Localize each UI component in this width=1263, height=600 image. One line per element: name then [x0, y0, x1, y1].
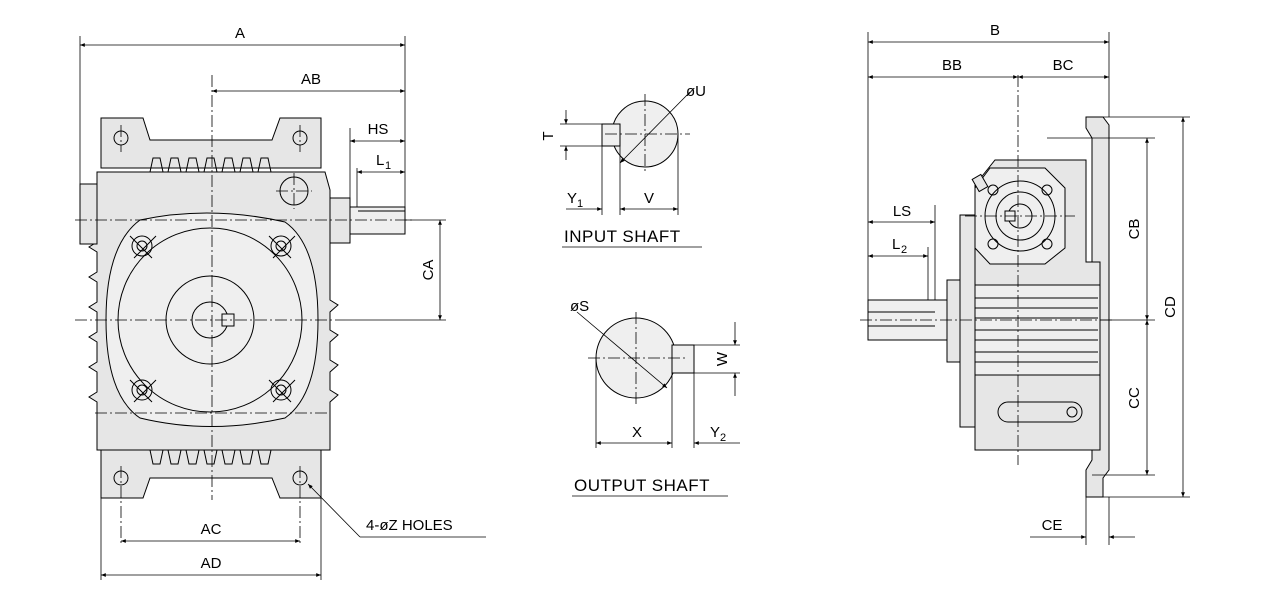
label-Y2-sub: 2 [720, 432, 726, 444]
label-L2-sub: 2 [901, 244, 907, 256]
front-bottom-fins [149, 449, 272, 465]
side-collar [959, 214, 976, 428]
label-L2: L [892, 236, 900, 253]
side-view [860, 75, 1115, 498]
input-shaft-detail: øU T Y 1 V INPUT SHAFT [540, 83, 706, 248]
label-AC: AC [201, 521, 222, 538]
side-labels: B BB BC LS L 2 CB CD CC CE [892, 22, 1179, 534]
label-CA: CA [420, 260, 437, 281]
label-BC: BC [1053, 57, 1074, 74]
label-B: B [990, 22, 1000, 39]
label-L1-sub: 1 [385, 160, 391, 172]
front-cover-bolts [129, 235, 296, 403]
front-bottom-flange [100, 447, 322, 499]
side-collar-inner [946, 279, 961, 363]
label-X: X [632, 424, 642, 441]
label-holes: 4-øZ HOLES [366, 517, 453, 534]
label-CC: CC [1126, 387, 1143, 409]
label-Y1-sub: 1 [577, 198, 583, 210]
output-shaft-key [671, 344, 695, 374]
label-CE: CE [1042, 517, 1063, 534]
output-shaft-detail: øS W X Y 2 OUTPUT SHAFT [570, 298, 740, 497]
label-HS: HS [368, 121, 389, 138]
label-L1: L [376, 152, 384, 169]
front-top-fins [149, 157, 272, 173]
label-W: W [714, 351, 731, 366]
output-shaft-title: OUTPUT SHAFT [574, 476, 710, 495]
side-cover-bolts [987, 184, 1053, 250]
label-V: V [644, 190, 654, 207]
side-dimensions [867, 32, 1190, 545]
front-input-collar [329, 197, 351, 244]
label-Y2: Y [710, 424, 720, 441]
label-U: øU [686, 83, 706, 100]
front-view [75, 75, 412, 545]
front-dimensions [79, 36, 486, 580]
input-shaft-title: INPUT SHAFT [564, 227, 681, 246]
label-AD: AD [201, 555, 222, 572]
side-foot-slot [997, 401, 1083, 423]
label-A: A [235, 25, 245, 42]
label-CD: CD [1162, 296, 1179, 318]
front-left-boss [79, 183, 98, 245]
label-T: T [540, 131, 557, 140]
label-Y1: Y [567, 190, 577, 207]
front-top-flange [100, 117, 322, 169]
label-CB: CB [1126, 219, 1143, 240]
label-BB: BB [942, 57, 962, 74]
front-labels: A AB HS L 1 CA AC AD 4-øZ HOLES [201, 25, 453, 572]
input-shaft-key [601, 123, 621, 147]
label-AB: AB [301, 71, 321, 88]
label-LS: LS [893, 203, 911, 220]
label-S: øS [570, 298, 589, 315]
